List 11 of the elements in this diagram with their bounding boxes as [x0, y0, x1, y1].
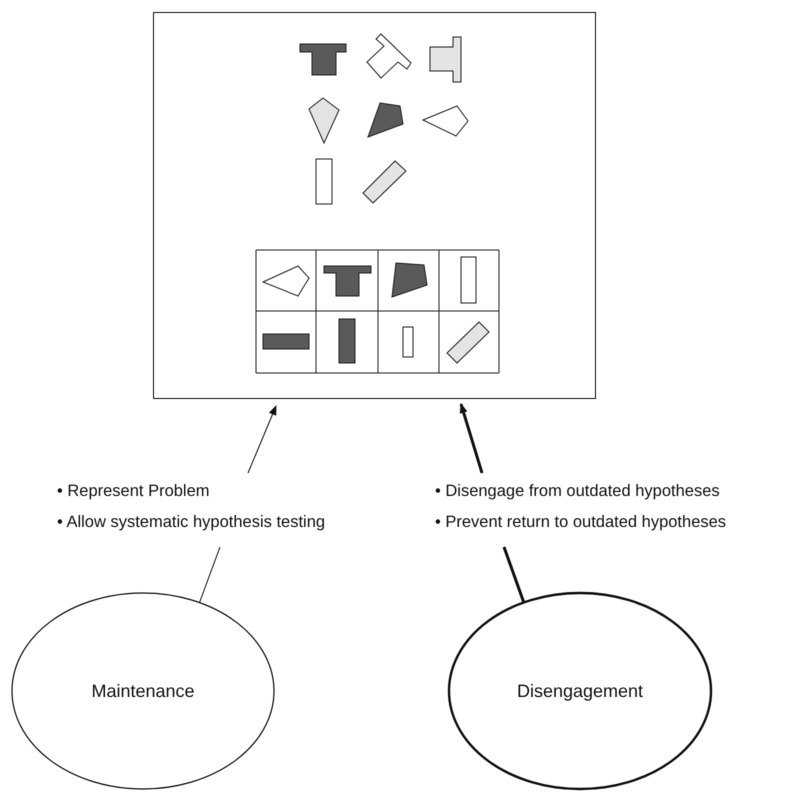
arrow — [460, 403, 484, 474]
node-label: Disengagement — [516, 680, 644, 702]
puzzle-panel — [153, 12, 596, 399]
bullet-text: • Disengage from outdated hypotheses — [435, 481, 721, 502]
connector-line — [502, 546, 526, 604]
node-label: Maintenance — [91, 680, 195, 702]
bullet-text: • Prevent return to outdated hypotheses — [435, 512, 728, 533]
arrow — [248, 405, 276, 474]
connector-line — [198, 546, 220, 604]
bullet-text: • Allow systematic hypothesis testing — [57, 512, 326, 533]
bullet-text: • Represent Problem — [57, 481, 211, 502]
